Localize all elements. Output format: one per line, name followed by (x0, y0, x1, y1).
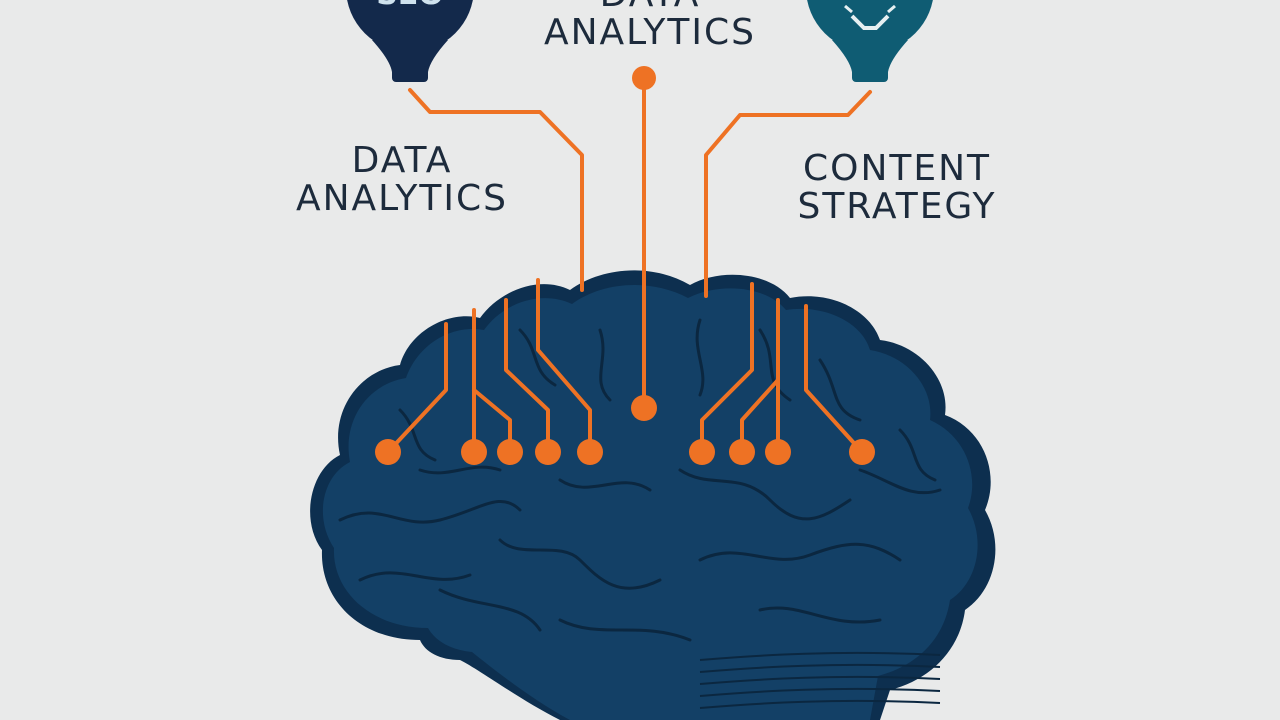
circuit-node (577, 439, 603, 465)
label-left-line1: DATA (351, 140, 453, 181)
brain-folds (338, 318, 942, 642)
lightbulb-icon (807, 0, 933, 82)
label-left-line2: ANALYTICS (295, 178, 509, 219)
label-top-line2: ANALYTICS (543, 12, 757, 53)
circuit-node (535, 439, 561, 465)
label-data-analytics-top: DATA ANALYTICS (520, 0, 780, 52)
circuit-node (729, 439, 755, 465)
circuit-node (849, 439, 875, 465)
circuit-lines (386, 76, 872, 454)
label-right-line2: STRATEGY (797, 186, 997, 227)
label-data-analytics-left: DATA ANALYTICS (272, 142, 532, 218)
circuit-node (765, 439, 791, 465)
label-content-strategy: CONTENT STRATEGY (772, 150, 1022, 226)
seo-bulb-icon (347, 0, 473, 82)
circuit-line-top-right (704, 90, 872, 298)
label-right-line1: CONTENT (802, 148, 992, 189)
seo-bulb-text: SEO (376, 0, 444, 12)
circuit-node (461, 439, 487, 465)
circuit-line-top-left (408, 88, 584, 292)
circuit-node (632, 66, 656, 90)
brain-illustration (310, 270, 996, 720)
circuit-node (631, 395, 657, 421)
circuit-node (689, 439, 715, 465)
label-top-line1: DATA (520, 0, 780, 14)
circuit-node (497, 439, 523, 465)
cerebellum (699, 651, 941, 709)
circuit-node (375, 439, 401, 465)
circuit-nodes (375, 66, 875, 465)
